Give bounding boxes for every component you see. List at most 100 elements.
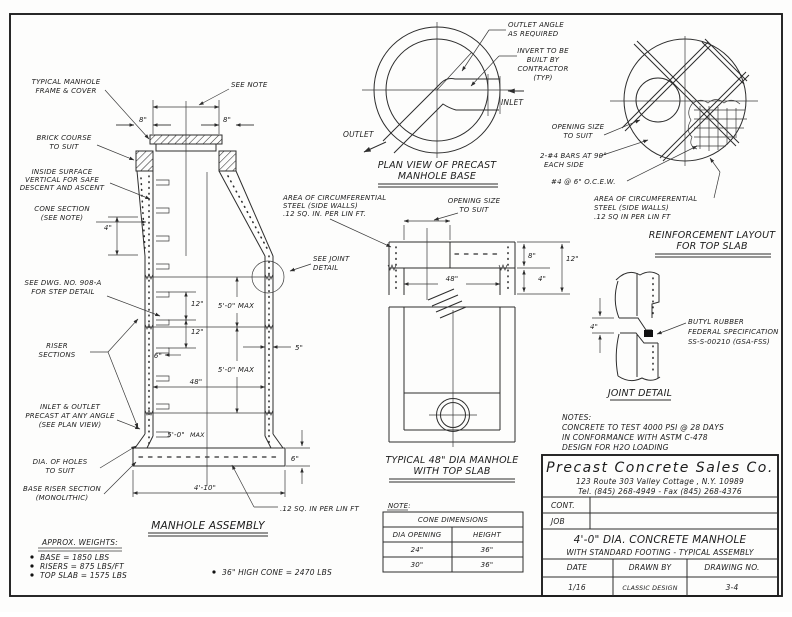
table-header-dia: DIA OPENING xyxy=(393,531,442,539)
label-typ48-steel-3: .12 SQ. IN. PER LIN FT. xyxy=(283,210,366,218)
dim-typ48-4: 4" xyxy=(538,275,546,283)
reinforcement-layout: OPENING SIZE TO SUIT 2-#4 BARS AT 90° EA… xyxy=(540,36,776,258)
label-cone-section-2: (SEE NOTE) xyxy=(41,214,83,222)
label-riser-sections: RISER xyxy=(46,342,68,350)
label-butyl-2: FEDERAL SPECIFICATION xyxy=(688,328,779,336)
manhole-steps xyxy=(156,179,170,438)
label-step-detail-2: FOR STEP DETAIL xyxy=(31,288,94,296)
dim-6-step: 6" xyxy=(154,352,162,360)
typ48-title: TYPICAL 48" DIA MANHOLE xyxy=(385,455,518,466)
weights-title: APPROX. WEIGHTS: xyxy=(41,538,118,547)
date-value: 1/16 xyxy=(568,583,586,592)
notes-line-2: IN CONFORMANCE WITH ASTM C-478 xyxy=(562,433,708,442)
label-circ-steel-3: .12 SQ IN PER LIN FT xyxy=(594,213,671,221)
weight-base: BASE = 1850 LBS xyxy=(40,553,109,562)
label-cone-section: CONE SECTION xyxy=(34,205,90,213)
label-invert-3: CONTRACTOR xyxy=(517,65,568,73)
manhole-assembly-view: TYPICAL MANHOLE FRAME & COVER SEE NOTE B… xyxy=(20,78,359,537)
label-ocew: #4 @ 6" O.C.E.W. xyxy=(551,178,616,186)
label-butyl-3: SS-S-00210 (GSA-FSS) xyxy=(688,338,770,346)
table-cell-r1c2: 36" xyxy=(481,546,494,554)
joint-detail-title: JOINT DETAIL xyxy=(606,388,672,399)
dim-max-2: 5'-0" MAX xyxy=(218,366,254,374)
weight-cone: 36" HIGH CONE = 2470 LBS xyxy=(222,568,332,577)
dim-max-3b: MAX xyxy=(190,432,205,439)
label-inside-surface-2: VERTICAL FOR SAFE xyxy=(25,176,99,184)
dim-8-right: 8" xyxy=(223,116,231,124)
reinforcement-title-2: FOR TOP SLAB xyxy=(676,241,747,252)
label-brick-course: BRICK COURSE xyxy=(36,134,91,142)
label-typ48-steel: AREA OF CIRCUMFERENTIAL xyxy=(282,194,386,202)
label-base-riser-2: (MONOLITHIC) xyxy=(36,494,89,502)
drawing-no-value: 3-4 xyxy=(726,583,739,592)
label-invert-2: BUILT BY xyxy=(527,56,560,64)
label-inside-surface-3: DESCENT AND ASCENT xyxy=(20,184,105,192)
label-inlet-outlet-3: (SEE PLAN VIEW) xyxy=(39,421,102,429)
dim-6-base: 6" xyxy=(291,455,299,463)
typical-48-manhole: AREA OF CIRCUMFERENTIAL STEEL (SIDE WALL… xyxy=(282,194,579,483)
sheet-border xyxy=(9,13,783,597)
weight-top-slab: TOP SLAB = 1575 LBS xyxy=(40,571,127,580)
dim-typ48-8: 8" xyxy=(528,252,536,260)
label-inlet-outlet-2: PRECAST AT ANY ANGLE xyxy=(25,412,115,420)
dim-max-3: 5'-0" xyxy=(167,431,185,439)
label-circ-steel-2: STEEL (SIDE WALLS) xyxy=(594,204,669,212)
reinforcement-title: REINFORCEMENT LAYOUT xyxy=(649,230,776,241)
dim-8-left: 8" xyxy=(139,116,147,124)
company-name: Precast Concrete Sales Co. xyxy=(546,460,774,476)
general-notes: NOTES: CONCRETE TO TEST 4000 PSI @ 28 DA… xyxy=(562,413,724,452)
dim-typ48-12: 12" xyxy=(566,255,579,263)
label-step-detail: SEE DWG. NO. 908-A xyxy=(25,279,102,287)
dim-width: 4'-10" xyxy=(194,484,216,492)
dim-max-1: 5'-0" MAX xyxy=(218,302,254,310)
label-opening-size-2: TO SUIT xyxy=(563,132,593,140)
label-invert: INVERT TO BE xyxy=(517,47,569,55)
label-outlet-angle: OUTLET ANGLE xyxy=(508,21,564,29)
dim-12-b: 12" xyxy=(191,328,204,336)
drawing-subtitle: WITH STANDARD FOOTING - TYPICAL ASSEMBLY xyxy=(566,548,755,557)
notes-line-3: DESIGN FOR H2O LOADING xyxy=(562,443,669,452)
label-circ-steel: AREA OF CIRCUMFERENTIAL xyxy=(593,195,697,203)
label-inlet: INLET xyxy=(501,98,525,107)
label-base-riser: BASE RISER SECTION xyxy=(23,485,102,493)
label-butyl: BUTYL RUBBER xyxy=(688,318,744,326)
table-cell-r2c1: 30" xyxy=(411,561,424,569)
dim-typ48-48: 48" xyxy=(446,275,459,283)
notes-heading: NOTES: xyxy=(562,413,591,422)
label-invert-4: (TYP) xyxy=(533,74,552,82)
label-outlet: OUTLET xyxy=(343,130,375,139)
drawing-title: 4'-0" DIA. CONCRETE MANHOLE xyxy=(574,534,747,546)
dim-48: 48" xyxy=(190,378,203,386)
label-bars-2: EACH SIDE xyxy=(544,161,584,169)
label-typ48-opening-2: TO SUIT xyxy=(459,206,489,214)
label-steel-area: .12 SQ. IN PER LIN FT xyxy=(280,505,359,513)
dim-12-a: 12" xyxy=(191,300,204,308)
label-bars: 2-#4 BARS AT 90° xyxy=(540,152,607,160)
assembly-title: MANHOLE ASSEMBLY xyxy=(151,520,266,532)
label-frame-cover: TYPICAL MANHOLE xyxy=(32,78,101,86)
dim-5-wall: 5" xyxy=(295,344,303,352)
label-frame-cover-2: FRAME & COVER xyxy=(35,87,96,95)
plan-view-title-2: MANHOLE BASE xyxy=(398,171,476,182)
typ48-title-2: WITH TOP SLAB xyxy=(413,466,490,477)
table-note-label: NOTE: xyxy=(388,502,411,510)
drawn-by-label: DRAWN BY xyxy=(629,563,673,572)
dim-4-cone: 4" xyxy=(104,224,112,232)
drawn-by-value: CLASSIC DESIGN xyxy=(622,585,677,592)
table-cell-r2c2: 36" xyxy=(481,561,494,569)
label-see-note: SEE NOTE xyxy=(231,81,268,89)
label-see-joint: SEE JOINT xyxy=(313,255,350,263)
label-dia-holes-2: TO SUIT xyxy=(45,467,75,475)
label-outlet-angle-2: AS REQUIRED xyxy=(507,30,559,38)
company-phone: Tel. (845) 268-4949 - Fax (845) 268-4376 xyxy=(578,487,742,496)
plan-view-title: PLAN VIEW OF PRECAST xyxy=(378,160,498,171)
cone-dimensions-table: NOTE: CONE DIMENSIONS DIA OPENING HEIGHT… xyxy=(382,502,524,573)
label-typ48-steel-2: STEEL (SIDE WALLS) xyxy=(283,202,358,210)
label-riser-sections-2: SECTIONS xyxy=(39,351,76,359)
plan-view-base: OUTLET ANGLE AS REQUIRED INVERT TO BE BU… xyxy=(343,21,569,188)
weight-risers: RISERS = 875 LBS/FT xyxy=(40,562,125,571)
mesh-grid xyxy=(694,106,747,151)
notes-line-1: CONCRETE TO TEST 4000 PSI @ 28 DAYS xyxy=(562,423,724,432)
